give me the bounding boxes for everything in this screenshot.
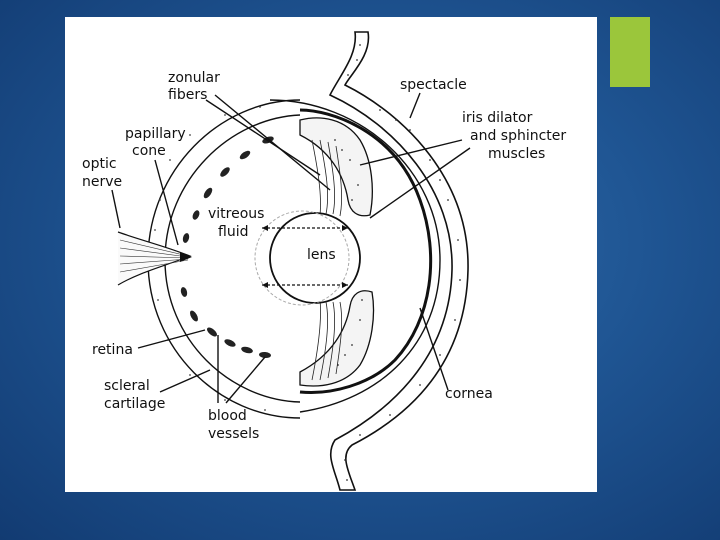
label-zonular-fibers-2: fibers bbox=[168, 87, 207, 103]
label-retina: retina bbox=[92, 342, 133, 358]
label-scleral-cartilage-2: cartilage bbox=[104, 396, 165, 412]
iris-texture bbox=[334, 139, 363, 366]
label-vitreous-fluid-1: vitreous bbox=[208, 206, 264, 222]
iris-upper bbox=[299, 117, 373, 217]
label-optic-nerve-2: nerve bbox=[82, 174, 122, 190]
accent-block bbox=[610, 17, 650, 87]
label-scleral-cartilage-1: scleral bbox=[104, 378, 150, 394]
optic-nerve-fibers bbox=[119, 239, 189, 273]
spectacle-band bbox=[328, 31, 469, 491]
cornea-arc bbox=[299, 108, 433, 394]
label-blood-vessels-1: blood bbox=[208, 408, 247, 424]
label-zonular-fibers-1: zonular bbox=[168, 70, 220, 86]
iris-lower bbox=[299, 290, 375, 387]
retina-vessels bbox=[180, 136, 274, 359]
label-optic-nerve-1: optic bbox=[82, 156, 117, 172]
cornea-outer bbox=[269, 99, 441, 413]
label-papillary-cone-1: papillary bbox=[125, 126, 186, 142]
label-vitreous-fluid-2: fluid bbox=[218, 224, 248, 240]
label-iris-muscles-3: muscles bbox=[488, 146, 545, 162]
label-papillary-cone-2: cone bbox=[132, 143, 166, 159]
spectacle-texture bbox=[344, 44, 461, 481]
label-iris-muscles-1: iris dilator bbox=[462, 110, 533, 126]
scleral-texture bbox=[154, 106, 266, 411]
label-blood-vessels-2: vessels bbox=[208, 426, 259, 442]
leader-lines bbox=[111, 92, 471, 404]
label-lens: lens bbox=[307, 247, 336, 263]
label-spectacle: spectacle bbox=[400, 77, 467, 93]
zonular-fibers-strands bbox=[311, 139, 343, 381]
papillary-cone-shape bbox=[180, 252, 192, 262]
label-cornea: cornea bbox=[445, 386, 493, 402]
lens-accommodation-outline bbox=[254, 210, 350, 306]
optic-nerve-shape bbox=[117, 231, 192, 286]
label-iris-muscles-2: and sphincter bbox=[470, 128, 566, 144]
